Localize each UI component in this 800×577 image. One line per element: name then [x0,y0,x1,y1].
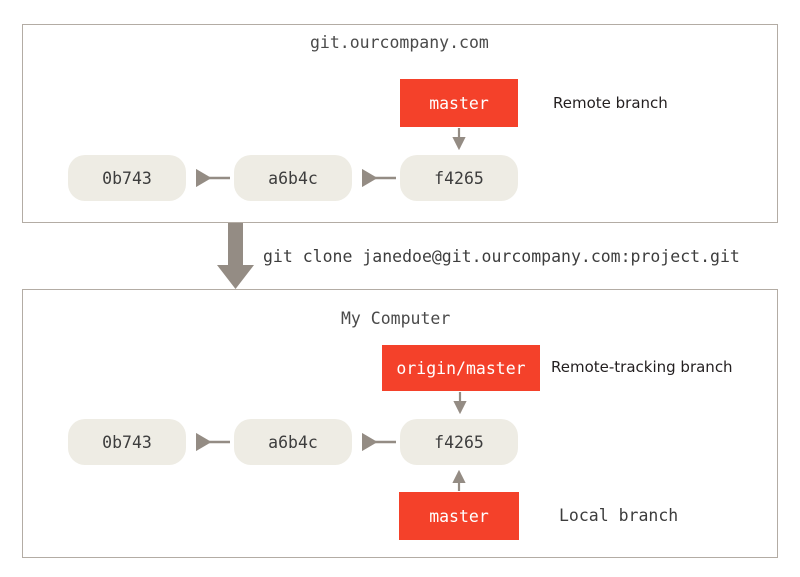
commit-node-a6b4c-remote[interactable]: a6b4c [234,155,352,201]
commit-node-0b743-remote[interactable]: 0b743 [68,155,186,201]
commit-node-a6b4c-local[interactable]: a6b4c [234,419,352,465]
local-branch-annotation: Local branch [559,506,679,525]
clone-flow-arrow [217,223,254,289]
remote-server-panel-title: git.ourcompany.com [310,33,489,52]
remote-tracking-branch-box-origin-master[interactable]: origin/master [382,345,540,391]
commit-node-f4265-local[interactable]: f4265 [400,419,518,465]
remote-tracking-branch-annotation: Remote-tracking branch [551,358,733,376]
local-branch-box-master[interactable]: master [399,492,519,540]
local-computer-panel-title: My Computer [341,309,451,328]
commit-node-0b743-local[interactable]: 0b743 [68,419,186,465]
remote-branch-annotation: Remote branch [553,94,668,112]
remote-branch-box-master[interactable]: master [400,79,518,127]
commit-node-f4265-remote[interactable]: f4265 [400,155,518,201]
clone-command-caption: git clone janedoe@git.ourcompany.com:pro… [263,247,740,266]
